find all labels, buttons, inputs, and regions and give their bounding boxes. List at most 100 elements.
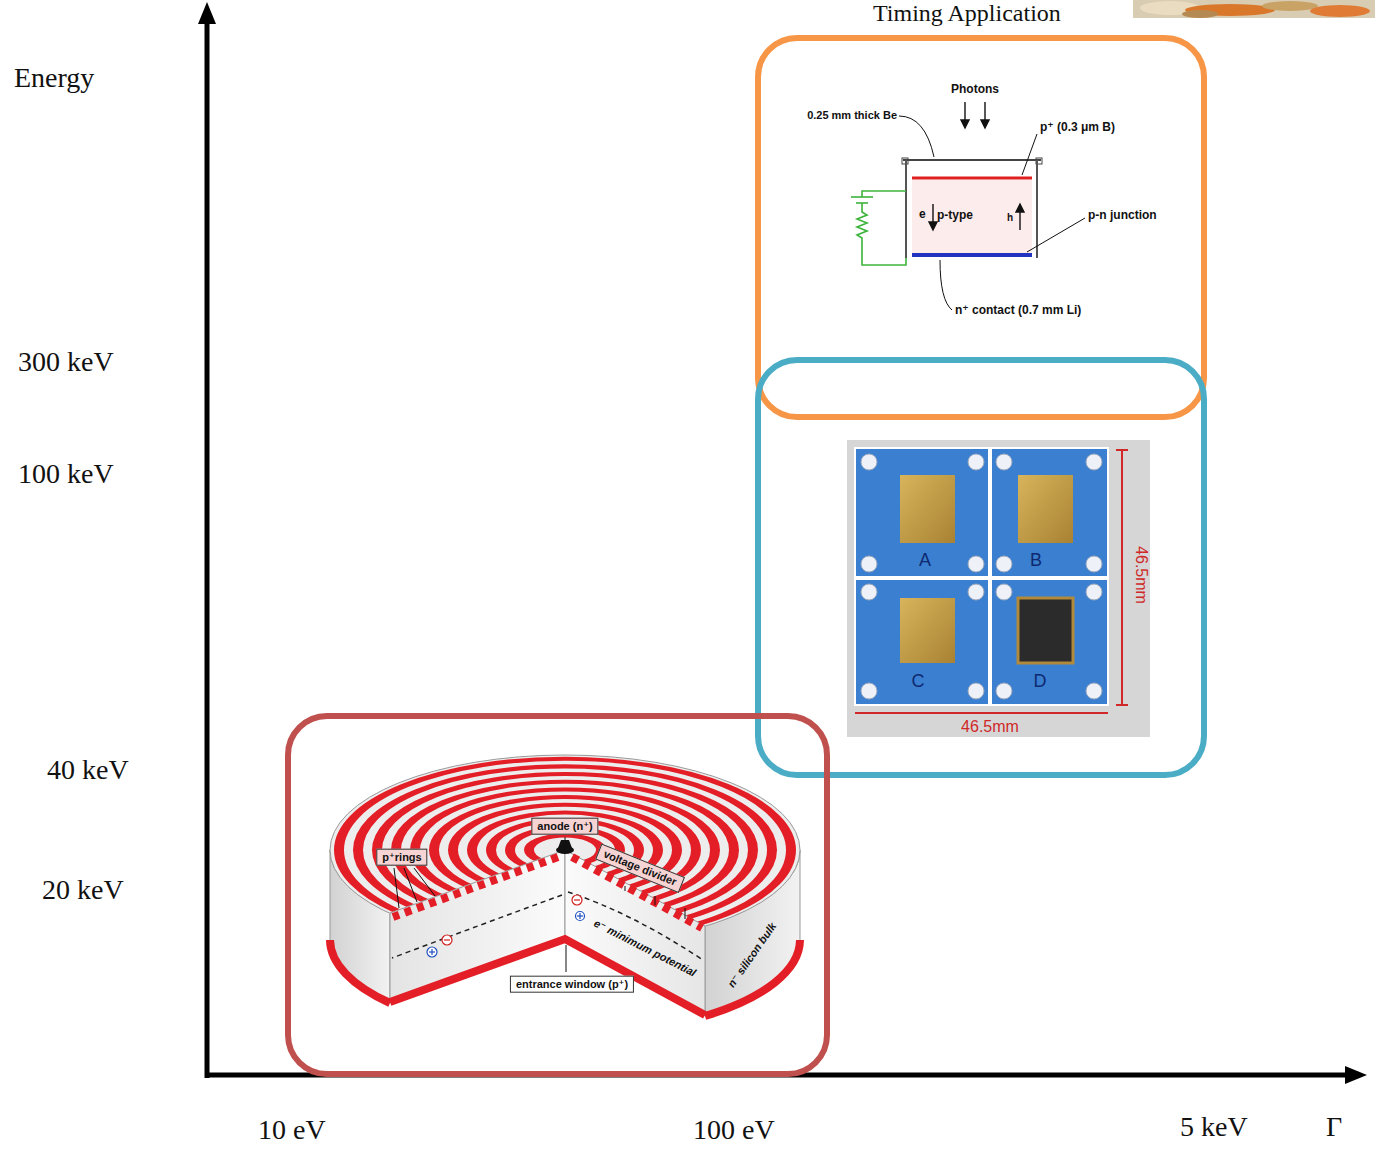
- photon-arrows: [961, 102, 989, 128]
- detector-letter: D: [1034, 671, 1047, 692]
- screw: [996, 683, 1012, 699]
- potential-line: [392, 895, 562, 958]
- charge-symbols: [442, 935, 452, 945]
- charge-symbols: [427, 947, 437, 957]
- energy-axis: [205, 22, 210, 1078]
- tick-label: 20 keV: [42, 874, 124, 906]
- screw: [861, 556, 877, 572]
- tick-label: 300 keV: [18, 346, 114, 378]
- tick-label: 40 keV: [47, 754, 129, 786]
- detector-photo: [900, 598, 955, 663]
- leader-lines: [1022, 134, 1037, 175]
- dimension-lines: [1121, 450, 1123, 705]
- charge-symbols: [572, 895, 582, 905]
- part-label-box: p⁺rings: [376, 849, 427, 866]
- photon-arrows: [984, 102, 985, 122]
- dimension-lines: [855, 712, 1108, 714]
- thumbnail-image: [1310, 5, 1370, 17]
- photon-arrows: [981, 120, 989, 128]
- screw: [968, 556, 984, 572]
- leader-lines: [899, 116, 934, 157]
- tick-label: 10 eV: [258, 1114, 326, 1146]
- detector-photo: [855, 576, 1108, 580]
- charge-symbols: [579, 913, 580, 919]
- tick-label: 5 keV: [1180, 1111, 1248, 1143]
- bias-circuit: [862, 191, 906, 197]
- part-label: anode (n⁺): [537, 820, 592, 833]
- region-label: p-type: [937, 209, 973, 223]
- detector-photo: [855, 448, 1108, 705]
- leader-lines: [565, 837, 566, 842]
- part-label-box: anode (n⁺): [531, 818, 598, 835]
- axes: [198, 2, 1367, 1084]
- header-text: Timing Application: [873, 0, 1061, 28]
- detector-photo: [847, 440, 1150, 737]
- planar-detector-sketch: [912, 180, 1032, 253]
- part-label-box: voltage divider: [595, 843, 684, 892]
- anode-contact: [556, 840, 574, 854]
- detector-photo: [847, 440, 1150, 737]
- screw: [968, 584, 984, 600]
- bias-circuit: [851, 191, 906, 265]
- dimension-label: 46.5mm: [1132, 546, 1150, 604]
- thumbnail-image: [1262, 1, 1318, 11]
- p-plus-layer: [912, 177, 1032, 180]
- carrier-arrows: [929, 204, 1024, 230]
- screw: [1086, 584, 1102, 600]
- tick-label: 100 eV: [693, 1114, 775, 1146]
- detector-photo: [900, 475, 955, 543]
- screw: [996, 454, 1012, 470]
- axis-title: Γ: [1326, 1111, 1342, 1143]
- entrance-window-layer: [330, 940, 390, 1003]
- charge-symbols: [431, 949, 432, 955]
- bias-circuit: [851, 196, 873, 198]
- annotation: p-n junction: [1088, 209, 1157, 223]
- bias-circuit: [857, 203, 906, 265]
- dimension-lines: [1116, 704, 1128, 706]
- thumbnail-image: [1133, 0, 1375, 18]
- planar-detector-sketch: [903, 159, 1041, 161]
- charge-symbols: [444, 939, 450, 940]
- axis-title: Energy: [14, 62, 94, 94]
- carrier-label: e: [919, 208, 926, 222]
- leader-lines: [1027, 218, 1085, 252]
- photon-arrows: [964, 102, 965, 122]
- part-label-box: entrance window (p⁺): [510, 976, 634, 993]
- leader-lines: [394, 868, 399, 908]
- dimension-lines: [1116, 449, 1128, 451]
- detector-letter: B: [1030, 550, 1042, 571]
- leader-lines: [404, 868, 417, 902]
- screw: [1086, 683, 1102, 699]
- planar-detector-sketch: [1036, 160, 1038, 258]
- carrier-label: h: [1007, 212, 1013, 224]
- thumbnail-image: [1133, 0, 1375, 18]
- part-label: entrance window (p⁺): [516, 978, 628, 991]
- carrier-arrows: [929, 222, 937, 230]
- screw: [1086, 556, 1102, 572]
- axis-arrowhead: [1345, 1066, 1367, 1084]
- detector-photo: [1018, 598, 1073, 663]
- ring-cross-sections: [393, 857, 558, 917]
- dimension-label: 46.5mm: [961, 718, 1019, 736]
- leader-lines: [566, 945, 567, 972]
- annotation: n⁺ contact (0.7 mm Li): [955, 304, 1081, 318]
- dimension-lines: [855, 450, 1128, 713]
- thumbnail-image: [1182, 10, 1218, 18]
- screw: [996, 556, 1012, 572]
- charge-symbols: [427, 895, 585, 957]
- detector-letter: C: [912, 671, 925, 692]
- screw: [861, 584, 877, 600]
- annotation: n⁻ silicon bulk: [725, 920, 779, 990]
- energy-region-box: ABCD46.5mm46.5mm: [755, 357, 1207, 778]
- screw: [861, 454, 877, 470]
- screw: [861, 454, 1102, 699]
- annotation: e⁻ minimum potential: [592, 917, 698, 979]
- axis-arrowhead: [198, 2, 216, 24]
- n-plus-contact: [912, 253, 1032, 257]
- leader-lines: [940, 260, 952, 310]
- leader-lines: [899, 116, 1085, 310]
- screw: [968, 683, 984, 699]
- anode-contact: [556, 846, 574, 854]
